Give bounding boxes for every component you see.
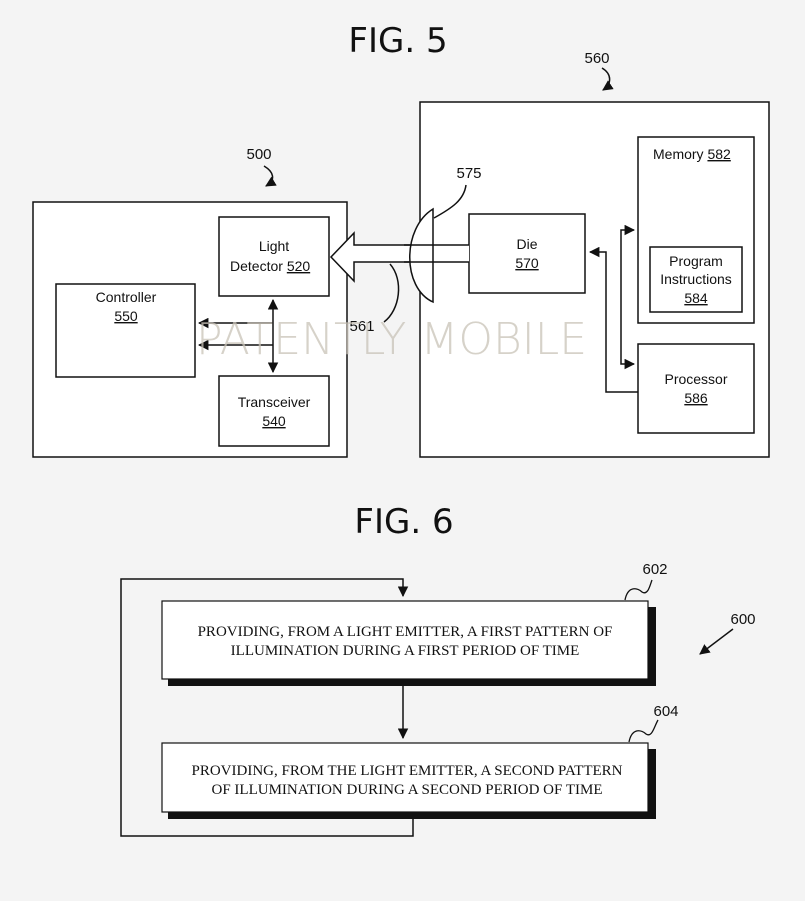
controller-label: Controller [96, 289, 157, 305]
beam-leader [383, 263, 400, 323]
controller-number: 550 [114, 308, 138, 324]
transceiver-number: 540 [262, 413, 286, 429]
memory-processor-arrow [620, 224, 636, 370]
program-instructions-label: Program [669, 253, 723, 269]
step-604-text-line2: OF ILLUMINATION DURING A SECOND PERIOD O… [212, 782, 603, 798]
light-detector-label: Light [259, 238, 289, 254]
die-number: 570 [515, 255, 539, 271]
device-500: 500 Light Detector 520 Controller 550 Tr… [32, 146, 348, 458]
program-instructions-label-2: Instructions [660, 271, 732, 287]
lens-leader [433, 184, 467, 219]
lens [409, 207, 434, 304]
fig5-title: FIG. 5 [348, 21, 447, 61]
loop-back-arrow [120, 578, 414, 837]
light-beam-arrow [329, 231, 469, 283]
memory-label: Memory 582 [653, 146, 731, 162]
transceiver-label: Transceiver [238, 394, 311, 410]
step-604: PROVIDING, FROM THE LIGHT EMITTER, A SEC… [161, 703, 679, 819]
fig6-title: FIG. 6 [354, 502, 453, 542]
controller-block: Controller 550 [55, 283, 196, 378]
processor-die-arrow [588, 246, 638, 393]
step-602-text-line2: ILLUMINATION DURING A FIRST PERIOD OF TI… [231, 643, 580, 659]
step-604-leader [628, 719, 659, 743]
step-602-leader [624, 579, 653, 601]
device-560-pointer-arrow [601, 67, 614, 91]
device-500-ref: 500 [246, 146, 271, 163]
step-604-ref: 604 [653, 703, 678, 720]
flowchart-ref: 600 [730, 611, 755, 628]
light-detector-block: Light Detector 520 [218, 216, 330, 297]
processor-block: Processor 586 [637, 343, 755, 434]
flowchart-pointer-arrow [699, 628, 734, 655]
device-560-ref: 560 [584, 50, 609, 67]
transceiver-block: Transceiver 540 [218, 375, 330, 447]
step-602: PROVIDING, FROM A LIGHT EMITTER, A FIRST… [161, 561, 668, 686]
processor-label: Processor [664, 371, 727, 387]
device-500-pointer-arrow [263, 165, 277, 187]
processor-number: 586 [684, 390, 708, 406]
step-602-text-line1: PROVIDING, FROM A LIGHT EMITTER, A FIRST… [198, 624, 613, 640]
watermark: PATENTLY MOBILE [196, 314, 587, 365]
die-block: Die 570 [468, 213, 586, 294]
program-instructions-block: Program Instructions 584 [649, 246, 743, 313]
step-602-ref: 602 [642, 561, 667, 578]
light-detector-label-2: Detector 520 [230, 258, 310, 274]
lens-ref: 575 [456, 165, 481, 182]
die-label: Die [516, 236, 537, 252]
beam-ref: 561 [349, 318, 374, 335]
program-instructions-number: 584 [684, 290, 708, 306]
device-560: 560 Die 570 Memory 582 Program Instructi… [419, 50, 770, 458]
step-604-text-line1: PROVIDING, FROM THE LIGHT EMITTER, A SEC… [191, 763, 622, 779]
